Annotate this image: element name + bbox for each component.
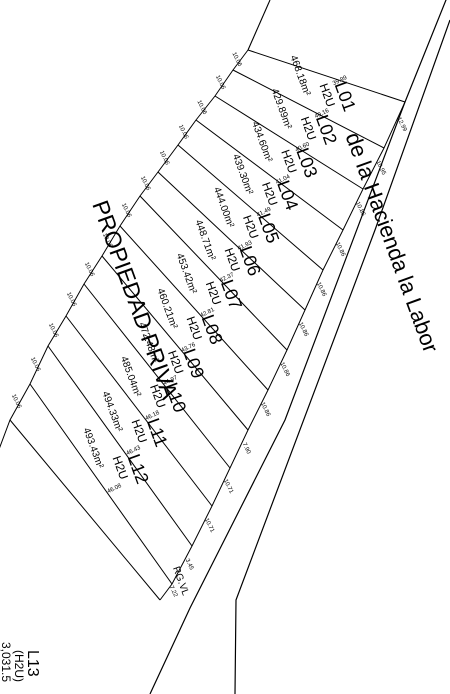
- lot-street-dimension: 10.86: [259, 401, 271, 418]
- lot-13-id: L13: [24, 650, 41, 677]
- lot-area: 429.89m²: [269, 87, 294, 131]
- lot-divider: [119, 225, 269, 391]
- lot-divider: [157, 171, 306, 311]
- lot-divider: [232, 69, 385, 149]
- lot-divider: [195, 119, 344, 231]
- lot-divider: [214, 95, 364, 190]
- rear-boundary-top: [247, 0, 271, 51]
- lot-area: 493.43m²: [80, 426, 105, 470]
- lot-side-dimension: 10.06: [139, 175, 151, 192]
- lot-area: 494.33m²: [99, 390, 124, 434]
- lot-area: 439.30m²: [230, 153, 255, 197]
- lot-side-dimension: 10.06: [177, 124, 189, 141]
- lot-divider: [83, 283, 231, 469]
- lot-street-dimension: 10.86: [278, 361, 290, 378]
- lots-front-boundary: [159, 101, 406, 601]
- lot-street-dimension: 10.86: [354, 201, 366, 218]
- lot-side-dimension: 10.06: [10, 393, 22, 410]
- lot-street-dimension: 12.99: [395, 116, 407, 133]
- lot-side-dimension: 10.06: [230, 51, 242, 68]
- lot-area: 485.04m²: [118, 355, 143, 399]
- lot-13-use: (H2U): [12, 650, 26, 682]
- lot-divider: [101, 255, 249, 431]
- lot-side-dimension: 10.06: [29, 356, 41, 373]
- lot-area: 434.60m²: [249, 120, 274, 164]
- lot-side-dimension: 10.06: [65, 291, 77, 308]
- lot-side-dimension: 10.06: [214, 74, 226, 91]
- lot-street-dimension: 10.71: [222, 478, 234, 495]
- lot-area: 468.18m²: [287, 54, 312, 98]
- lot-street-dimension: 3.45: [184, 558, 195, 572]
- lot-divider: [139, 195, 288, 351]
- lot-street-dimension: 10.86: [297, 321, 309, 338]
- lot-divider: [29, 383, 173, 585]
- street-edges: [149, 0, 450, 694]
- lot-divider: [47, 345, 193, 547]
- street-name: de la Hacienda la Labor: [341, 129, 444, 356]
- lot-side-dimension: 10.06: [120, 202, 132, 219]
- lot-street-dimension: 10.86: [315, 281, 327, 298]
- lot-street-dimension: 7.22: [168, 585, 179, 599]
- lot-street-dimension: 7.90: [241, 442, 252, 456]
- street-left-edge: [149, 0, 447, 694]
- lot-front-dimension: 46.08: [106, 483, 123, 495]
- street-right-edge: [234, 19, 450, 694]
- lot-street-dimension: 10.86: [334, 241, 346, 258]
- lot-side-dimension: 10.06: [47, 322, 59, 339]
- lot-side-dimension: 10.06: [195, 99, 207, 116]
- lot-13: L13 (H2U) 3,031.5: [0, 642, 41, 682]
- lot-side-dimension: 10.06: [158, 150, 170, 167]
- lot-side-dimension: 10.06: [83, 261, 95, 278]
- lot-13-area: 3,031.5: [0, 642, 13, 682]
- lot-divider: [65, 315, 213, 507]
- lot-divider: [177, 144, 324, 271]
- lot-street-dimension: 10.71: [203, 517, 215, 534]
- lot-divider: [9, 419, 161, 601]
- lot-area: 448.71m²: [192, 218, 217, 262]
- lot-divider: [247, 49, 406, 103]
